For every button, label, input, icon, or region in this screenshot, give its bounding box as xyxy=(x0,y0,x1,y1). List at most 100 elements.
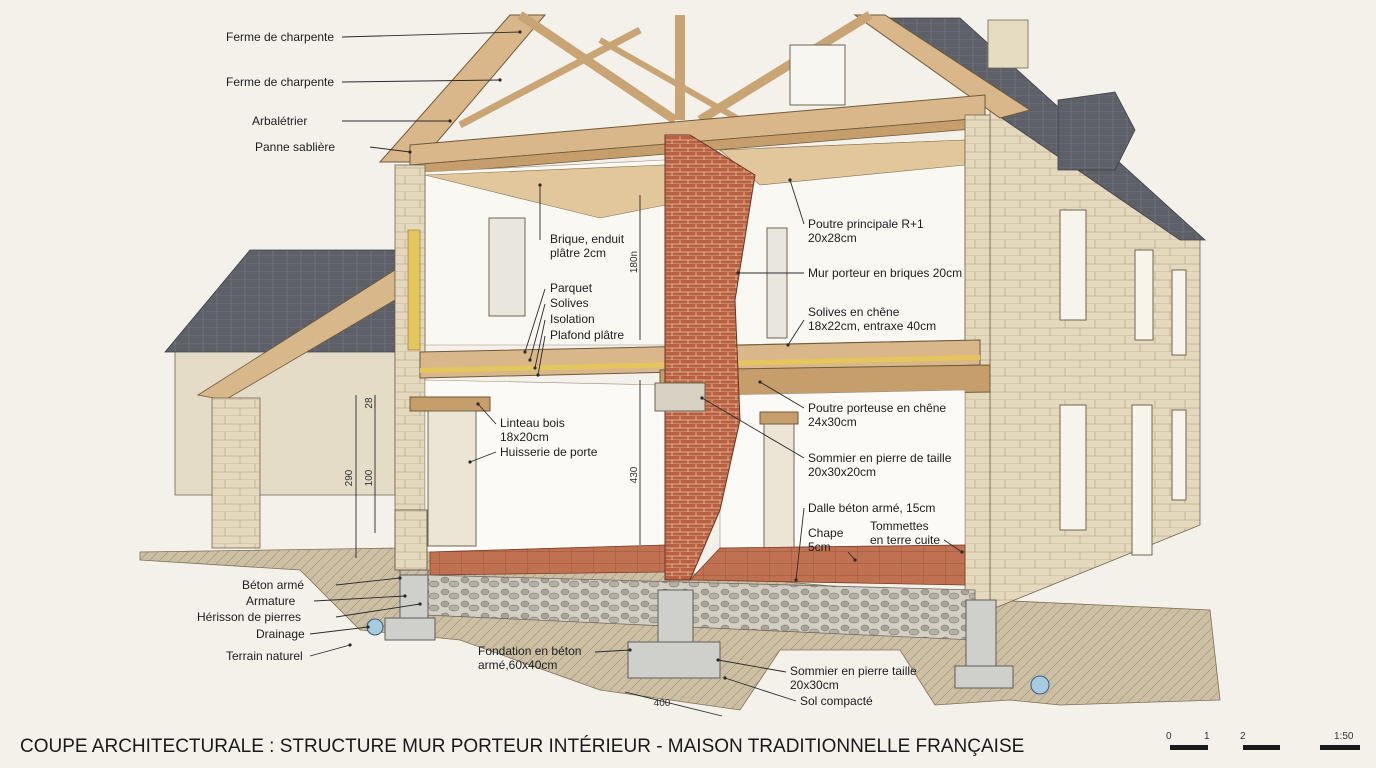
callout-text-herisson: Hérisson de pierres xyxy=(197,610,301,624)
leader-dot-armature xyxy=(403,594,407,598)
callout-text-sol: Sol compacté xyxy=(800,694,873,708)
ground-floor xyxy=(394,379,966,586)
leader-line-solives_chene xyxy=(787,319,805,346)
leader-line-sommier_taille xyxy=(701,397,805,459)
leader-line-solives xyxy=(529,303,546,361)
callout-text-ferme1: Ferme de charpente xyxy=(226,30,334,44)
leader-dot-sommier_taille xyxy=(700,396,704,400)
callout-text-arbaletrier: Arbalétrier xyxy=(252,114,307,128)
leader-dot-poutre_porteuse xyxy=(758,380,762,384)
callout-text-parquet: Parquet xyxy=(550,281,593,295)
leader-line-fondation xyxy=(594,649,631,653)
leader-dot-solives xyxy=(528,358,532,362)
leader-dot-ferme1 xyxy=(518,30,522,34)
callout-arbaletrier: Arbalétrier xyxy=(252,114,452,128)
callout-text-solives: Solives xyxy=(550,296,589,310)
dimension-d180: 180n xyxy=(629,251,640,273)
callout-plafond: Plafond plâtre xyxy=(536,328,624,377)
scale-bar: 0 1 2 1:50 xyxy=(1166,731,1360,750)
leader-dot-herisson xyxy=(418,602,422,606)
leader-line-herisson xyxy=(335,603,421,618)
leader-line-parquet xyxy=(524,288,546,353)
callout-text-plafond: Plafond plâtre xyxy=(550,328,624,342)
callout-ferme2: Ferme de charpente xyxy=(226,75,502,89)
leader-line-poutre_porteuse xyxy=(759,381,805,409)
leader-dot-solives_chene xyxy=(786,343,790,347)
leader-line-huisserie xyxy=(469,451,497,463)
callout-sol: Sol compacté xyxy=(723,676,873,708)
leader-dot-sol xyxy=(723,676,727,680)
leader-line-poutre_r1 xyxy=(789,179,805,225)
leader-dot-arbaletrier xyxy=(448,119,452,123)
leader-line-plafond xyxy=(537,335,546,376)
callout-dalle: Dalle béton armé, 15cm xyxy=(794,501,935,582)
leader-dot-dalle xyxy=(794,578,798,582)
callout-huisserie: Huisserie de porte xyxy=(468,445,598,464)
leader-dot-terrain xyxy=(348,643,352,647)
leader-dot-mur_porteur xyxy=(736,271,740,275)
drawing-title: COUPE ARCHITECTURALE : STRUCTURE MUR POR… xyxy=(20,736,1024,757)
scale-ratio: 1:50 xyxy=(1334,731,1354,742)
leader-dot-linteau xyxy=(476,402,480,406)
callout-text-terrain: Terrain naturel xyxy=(226,649,303,663)
dimension-d430: 430 xyxy=(629,466,640,483)
leader-dot-chape xyxy=(853,558,857,562)
leader-line-tommettes xyxy=(943,539,963,553)
leader-dot-tommettes xyxy=(960,550,964,554)
leader-dot-fondation xyxy=(628,648,632,652)
annex-building xyxy=(164,249,396,549)
dimension-d290: 290 xyxy=(344,469,355,486)
callout-ferme1: Ferme de charpente xyxy=(226,30,522,44)
foundations xyxy=(366,569,1050,695)
callout-text-isolation: Isolation xyxy=(550,312,595,326)
scale-tick-1: 1 xyxy=(1204,731,1210,742)
callout-text-drainage: Drainage xyxy=(256,627,305,641)
callout-mur_porteur: Mur porteur en briques 20cm xyxy=(736,266,962,280)
leader-line-ferme1 xyxy=(341,31,521,38)
callout-armature: Armature xyxy=(246,594,407,608)
leader-dot-plafond xyxy=(536,373,540,377)
leader-line-linteau xyxy=(477,403,497,425)
callout-text-panne: Panne sablière xyxy=(255,140,335,154)
leader-line-ferme2 xyxy=(341,79,501,83)
dimension-d400: 400 xyxy=(654,698,671,709)
leader-dot-isolation xyxy=(533,366,537,370)
callout-herisson: Hérisson de pierres xyxy=(197,602,422,624)
callout-beton: Béton armé xyxy=(242,576,402,592)
callout-text-dalle: Dalle béton armé, 15cm xyxy=(808,501,935,515)
scale-tick-0: 0 xyxy=(1166,731,1172,742)
callout-text-beton: Béton armé xyxy=(242,578,304,592)
leader-dot-poutre_r1 xyxy=(788,178,792,182)
leader-dot-panne xyxy=(408,150,412,154)
leader-line-chape xyxy=(847,551,856,561)
leader-line-dalle xyxy=(795,507,805,581)
leader-line-isolation xyxy=(534,319,546,369)
leader-dot-drainage xyxy=(366,625,370,629)
leader-dot-parquet xyxy=(523,350,527,354)
leader-dot-ferme2 xyxy=(498,78,502,82)
leader-line-beton xyxy=(335,577,401,586)
